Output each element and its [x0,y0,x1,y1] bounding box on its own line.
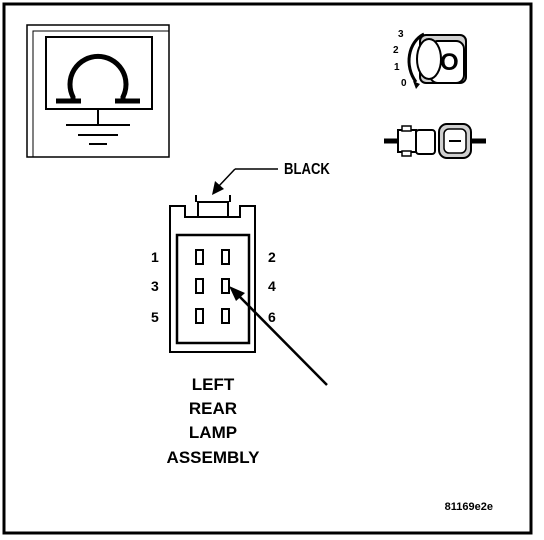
ignition-position-0: 0 [401,78,407,89]
pin-number-5: 5 [151,309,159,325]
connector-cavity-2 [221,249,230,265]
component-label: LEFT REAR LAMP ASSEMBLY [167,375,261,467]
figure-code: 81169e2e [445,501,493,513]
connector-cavity-6 [221,308,230,324]
wire-color-label: BLACK [284,161,330,178]
ignition-key-glyph: O [440,49,459,76]
component-label-line-3: LAMP [189,423,237,442]
connector-face: 1 2 3 4 5 6 [151,195,276,353]
pin-number-3: 3 [151,278,159,294]
pin-number-6: 6 [268,309,276,325]
ignition-position-2: 2 [393,45,399,56]
pin-number-1: 1 [151,249,159,265]
connector-cavity-5 [195,308,204,324]
disconnected-connector-icon [384,123,486,159]
connector-cavity-4 [221,278,230,294]
component-label-line-4: ASSEMBLY [167,448,261,467]
wire-color-callout: BLACK [212,161,330,195]
pin-number-2: 2 [268,249,276,265]
component-label-line-1: LEFT [192,375,235,394]
connector-cavity-1 [195,249,204,265]
connector-cavity-3 [195,278,204,294]
ignition-position-1: 1 [394,62,400,73]
diagram-frame [2,2,533,535]
callout-arrow-icon [229,286,328,386]
ohmmeter-icon [26,24,170,158]
connector-latch [197,201,229,218]
pin-number-4: 4 [268,278,276,294]
component-label-line-2: REAR [189,399,237,418]
ignition-position-3: 3 [398,29,404,40]
ignition-key-off-icon: 3 2 1 0 O [393,29,467,89]
